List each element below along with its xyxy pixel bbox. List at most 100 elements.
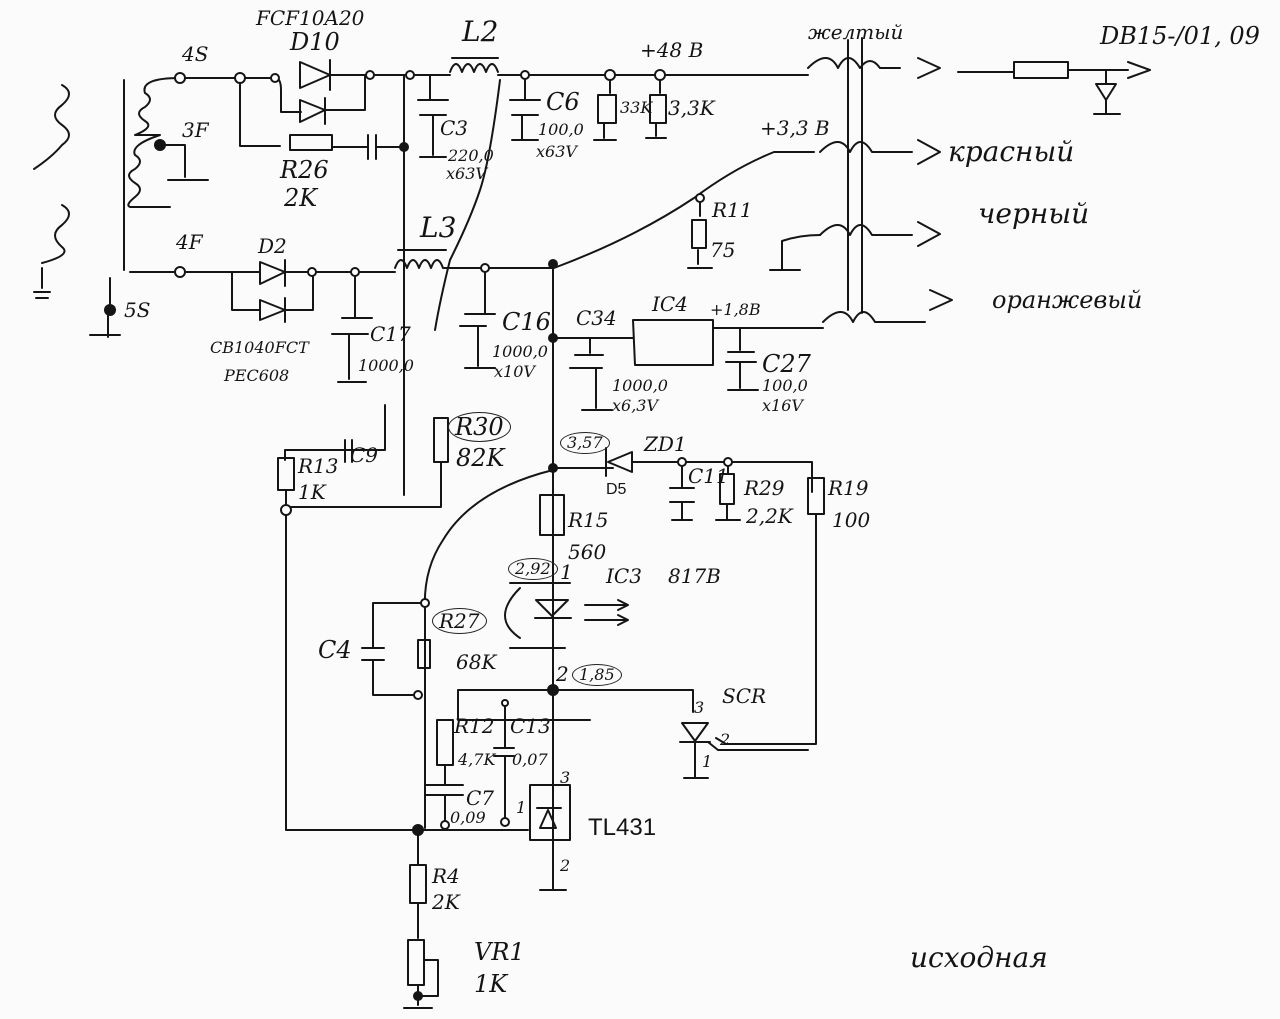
r3k3-value-label: 3,3K <box>668 96 715 120</box>
drawing-title: исходная <box>910 941 1048 974</box>
r27 <box>417 602 431 829</box>
junctions <box>104 69 733 1001</box>
scr-pin3-label: 3 <box>694 698 705 717</box>
rail-3v3 <box>443 151 815 269</box>
scr-pin2-label: 2 <box>720 730 731 749</box>
l3-label: L3 <box>420 211 457 244</box>
d10-diode-b <box>299 99 326 123</box>
c17-ref-label: C17 <box>370 322 411 346</box>
c16-value-label: 1000,0 <box>492 342 548 361</box>
vr1-ref-label: VR1 <box>474 938 525 966</box>
voltage-node-ic3-pin2: 1,85 <box>572 664 622 686</box>
c16-voltage-label: x10V <box>494 362 535 381</box>
r33k <box>593 74 617 141</box>
vr1 <box>403 939 439 1009</box>
vr1-value-label: 1K <box>474 970 508 998</box>
ic3-bracket <box>504 587 521 639</box>
c16 <box>459 267 496 369</box>
black-ground <box>769 234 821 271</box>
tl431-pin3-label: 3 <box>560 768 571 787</box>
c4 <box>361 602 426 696</box>
ic3-part-label: 817B <box>668 564 721 588</box>
r4-ref-label: R4 <box>432 864 460 888</box>
tap-3f-ground <box>159 144 209 181</box>
red-wire <box>819 139 941 165</box>
tl431-symbol <box>539 809 557 829</box>
r19-value-label: 100 <box>832 508 871 532</box>
r11-ref-label: R11 <box>712 198 753 222</box>
tl431-ref-label: TL431 <box>588 814 657 841</box>
c27 <box>725 327 759 391</box>
r15 <box>539 494 565 536</box>
ic4-out-label: +1,8B <box>710 300 761 319</box>
scr-ref-label: SCR <box>722 684 767 708</box>
d10-ref-label: D10 <box>290 28 340 56</box>
c16-ref-label: C16 <box>502 308 551 336</box>
voltage-node-ic3-pin1: 2,92 <box>508 558 558 580</box>
c27-voltage-label: x16V <box>762 396 803 415</box>
r29 <box>715 461 741 521</box>
ic4-ref-label: IC4 <box>652 292 688 316</box>
secondary-winding <box>127 77 181 208</box>
r4-value-label: 2K <box>432 890 460 914</box>
r12 <box>436 719 454 786</box>
r26-ref-label: R26 <box>280 156 329 184</box>
tvs <box>1093 69 1121 115</box>
c6-voltage-label: x63V <box>536 142 577 161</box>
pin-5s-label: 5S <box>124 298 151 322</box>
node185 <box>457 689 694 721</box>
r26-body <box>289 134 333 151</box>
r19 <box>715 477 825 745</box>
r27-value-label: 68K <box>456 650 497 674</box>
r13-ref-label: R13 <box>298 454 339 478</box>
tl431-box <box>529 784 571 841</box>
ic3-led <box>509 582 572 649</box>
left-return <box>285 509 417 831</box>
c17 <box>331 271 373 383</box>
c3 <box>417 74 449 158</box>
harness-bundle <box>847 37 863 314</box>
d2-branch <box>231 271 261 311</box>
c27-ref-label: C27 <box>762 350 811 378</box>
c34 <box>552 337 634 411</box>
c7-ref-label: C7 <box>466 786 495 810</box>
c11-ref-label: C11 <box>688 464 729 488</box>
r13 <box>277 457 295 511</box>
r15-ref-label: R15 <box>568 508 609 532</box>
d10-part-label: FCF10A20 <box>256 6 365 30</box>
c7-value-label: 0,09 <box>450 808 486 827</box>
tl431-pin1-label: 1 <box>516 798 527 817</box>
c3-ref-label: C3 <box>440 116 469 140</box>
r30-value-label: 82K <box>456 444 505 472</box>
pin-4s-label: 4S <box>182 42 209 66</box>
r15-value-label: 560 <box>568 540 607 564</box>
primary-winding <box>33 84 70 170</box>
wire-yellow-label: желтый <box>808 20 904 44</box>
c6-ref-label: C6 <box>546 88 580 116</box>
c11 <box>669 461 695 521</box>
c27-value-label: 100,0 <box>762 376 808 395</box>
l3-coil <box>394 259 444 269</box>
c9-ref-label: C9 <box>350 443 379 467</box>
c9-and-r13 <box>284 404 386 463</box>
r4 <box>409 829 427 939</box>
ic3-pin2-label: 2 <box>556 662 569 686</box>
tl431-pin2-label: 2 <box>560 856 571 875</box>
black-wire <box>819 221 941 247</box>
c34-ref-label: C34 <box>576 306 617 330</box>
r29-ref-label: R29 <box>744 476 785 500</box>
c6-value-label: 100,0 <box>538 120 584 139</box>
pin-4f-label: 4F <box>176 230 203 254</box>
pin-3f-label: 3F <box>182 118 209 142</box>
zd1-alt-label: D5 <box>606 481 627 498</box>
c3-value-label: 220,0 <box>448 146 494 165</box>
voltage-node-zd1: 3,57 <box>560 432 610 454</box>
fuse <box>957 61 1151 79</box>
ic4-box <box>632 319 714 366</box>
r11-value-label: 75 <box>710 238 736 262</box>
d10-diode-a <box>299 61 331 89</box>
wire-black-label: черный <box>978 197 1090 230</box>
ic3-ref-label: IC3 <box>606 564 642 588</box>
yellow-wire <box>807 57 941 79</box>
